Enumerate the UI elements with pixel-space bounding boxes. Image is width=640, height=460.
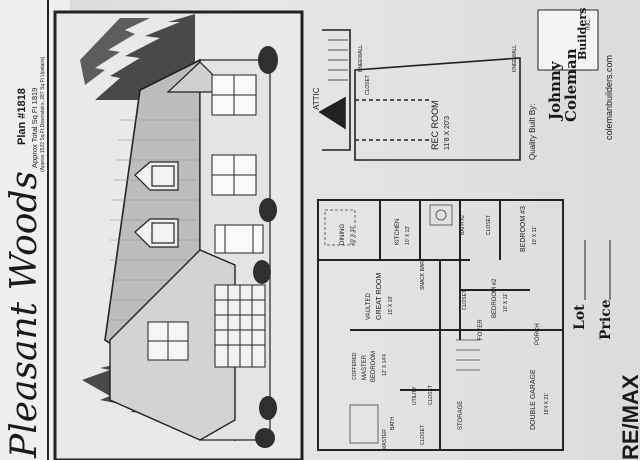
great-room-label: GREAT ROOM [376, 272, 383, 320]
attic-closet: CLOSET [365, 74, 371, 95]
plan-fixtures [324, 204, 480, 444]
master-note: COFFERED [352, 352, 358, 381]
builder-logo-suffix: INC. [586, 18, 592, 30]
builder-logo-box [537, 9, 599, 71]
master-bath-label: MASTER [382, 429, 388, 450]
bedroom3-size: 10' X 11' [532, 226, 538, 245]
builder-prefix: Quality Built By: [528, 103, 537, 160]
storage-label: STORAGE [458, 400, 464, 430]
builder-logo-line3: Builders [576, 7, 589, 60]
attic-plan [318, 29, 521, 161]
shrubs [253, 46, 278, 448]
attic-label: ATTIC [312, 87, 321, 110]
porch-label: PORCH [535, 323, 541, 345]
utility-label: UTILITY [412, 386, 418, 405]
master-bedroom-label: BEDROOM [371, 350, 377, 382]
garage-label: DOUBLE GARAGE [530, 369, 537, 430]
great-room-size: 15' X 19' [388, 295, 394, 315]
master-label: MASTER [362, 354, 368, 380]
kitchen-size: 10' X 13' [405, 225, 411, 245]
community-name: Pleasant Woods [4, 171, 45, 458]
attic-stairs [328, 39, 348, 81]
dining-size: 10' X 10' [350, 225, 356, 245]
garage-size: 18'4 X 21' [544, 393, 550, 415]
bedroom2-closet: CLOSET [462, 289, 468, 310]
kneewall-bottom: KNEEWALL [512, 44, 518, 72]
garage-door [214, 284, 266, 368]
plan-note: (Approx 1532 Sq Ft Downstairs, 287 Sq Ft… [40, 56, 46, 172]
bath2-closet: CLOSET [486, 214, 492, 235]
utility-closet: CLOSET [428, 384, 434, 405]
builder-site: colemanbuilders.com [604, 54, 614, 140]
garage-window [147, 321, 189, 361]
plan-title: Plan #1818 [16, 88, 28, 145]
kitchen-label: KITCHEN [395, 218, 401, 245]
master-closet-label: CLOSET [420, 424, 426, 445]
brand-partial: RE/MAX [618, 374, 640, 460]
dining-label: DINING [340, 224, 346, 245]
great-room-note: VAULTED [366, 293, 372, 320]
rec-room-label: REC ROOM [430, 100, 440, 151]
price-label: Price [598, 299, 614, 340]
rec-room-size: 11'8 X 20'3 [444, 115, 451, 150]
bath-label: BATH [390, 417, 396, 430]
lot-price-lines [584, 240, 611, 300]
plan-sqft: Approx Total Sq Ft 1819 [30, 87, 39, 168]
foyer-label: FOYER [478, 319, 484, 340]
main-floor-plan [317, 199, 564, 451]
upper-windows [211, 74, 257, 196]
bedroom3-label: BEDROOM #3 [520, 206, 527, 252]
bath2-label: BATH #2 [460, 215, 466, 235]
dormer-windows [134, 161, 179, 248]
bedroom2-size: 10' X 11' [503, 293, 509, 312]
snack-bar-label: SNACK BAR [420, 261, 426, 290]
kneewall-top: KNEEWALL [358, 44, 364, 72]
master-size: 12' X 14'4 [382, 354, 388, 376]
bedroom2-label: BEDROOM #2 [492, 278, 498, 318]
front-door [214, 224, 264, 254]
lot-label: Lot [572, 304, 588, 330]
